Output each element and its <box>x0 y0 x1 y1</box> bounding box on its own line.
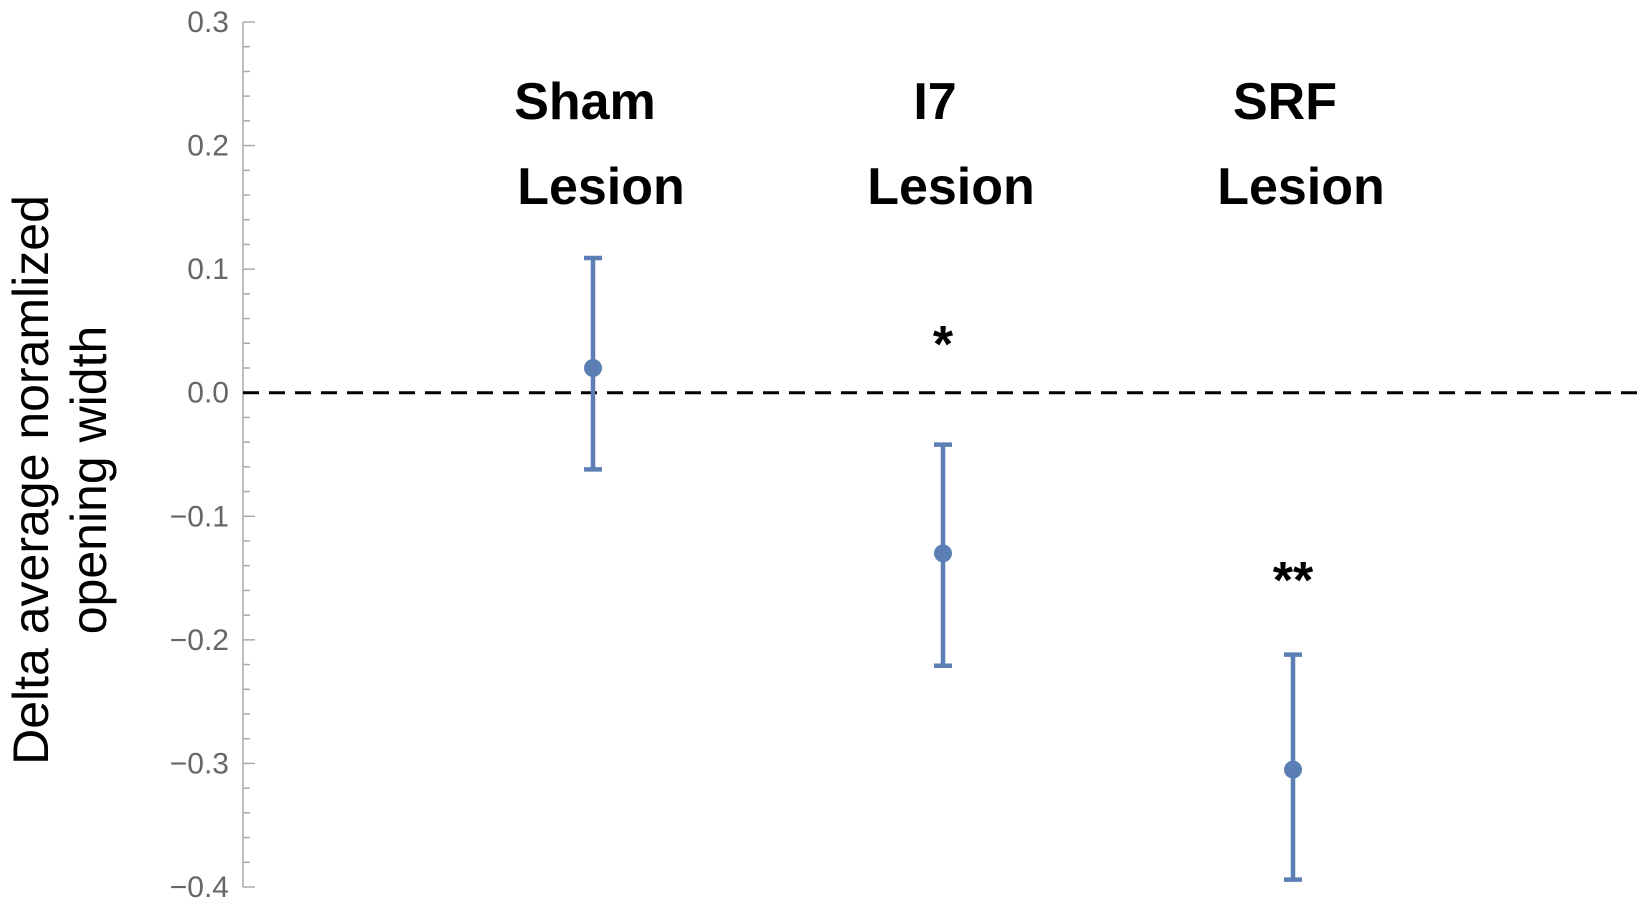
mean-point <box>934 544 952 563</box>
y-tick-label: −0.1 <box>170 500 229 533</box>
y-tick-label: −0.3 <box>170 747 229 780</box>
y-axis-label-line-1: Delta average noramlized <box>3 195 59 765</box>
group-label-line: Lesion <box>867 158 1035 216</box>
group-label-line: I7 <box>913 73 956 131</box>
y-tick-label: 0.2 <box>187 130 229 163</box>
y-tick-label: −0.2 <box>170 624 229 657</box>
group-label-line: Sham <box>514 73 656 131</box>
group-label-line: Lesion <box>1217 158 1385 216</box>
mean-point <box>584 359 602 377</box>
y-tick-label: 0.1 <box>187 253 229 286</box>
y-axis-label: Delta average noramlized opening width <box>3 195 117 765</box>
significance-marker: * <box>933 316 954 374</box>
y-tick-label: 0.0 <box>187 377 229 410</box>
data-marks <box>584 255 1302 882</box>
significance-marker: ** <box>1273 552 1314 610</box>
y-tick-label: −0.4 <box>170 871 229 904</box>
y-axis-label-line-2: opening width <box>61 326 117 635</box>
y-tick-label: 0.3 <box>187 6 229 39</box>
mean-point <box>1284 760 1302 779</box>
y-axis: 0.3 0.2 0.1 0.0 −0.1 −0.2 −0.3 −0.4 <box>170 6 255 904</box>
group-label-line: SRF <box>1233 73 1337 131</box>
group-label-line: Lesion <box>517 158 685 216</box>
